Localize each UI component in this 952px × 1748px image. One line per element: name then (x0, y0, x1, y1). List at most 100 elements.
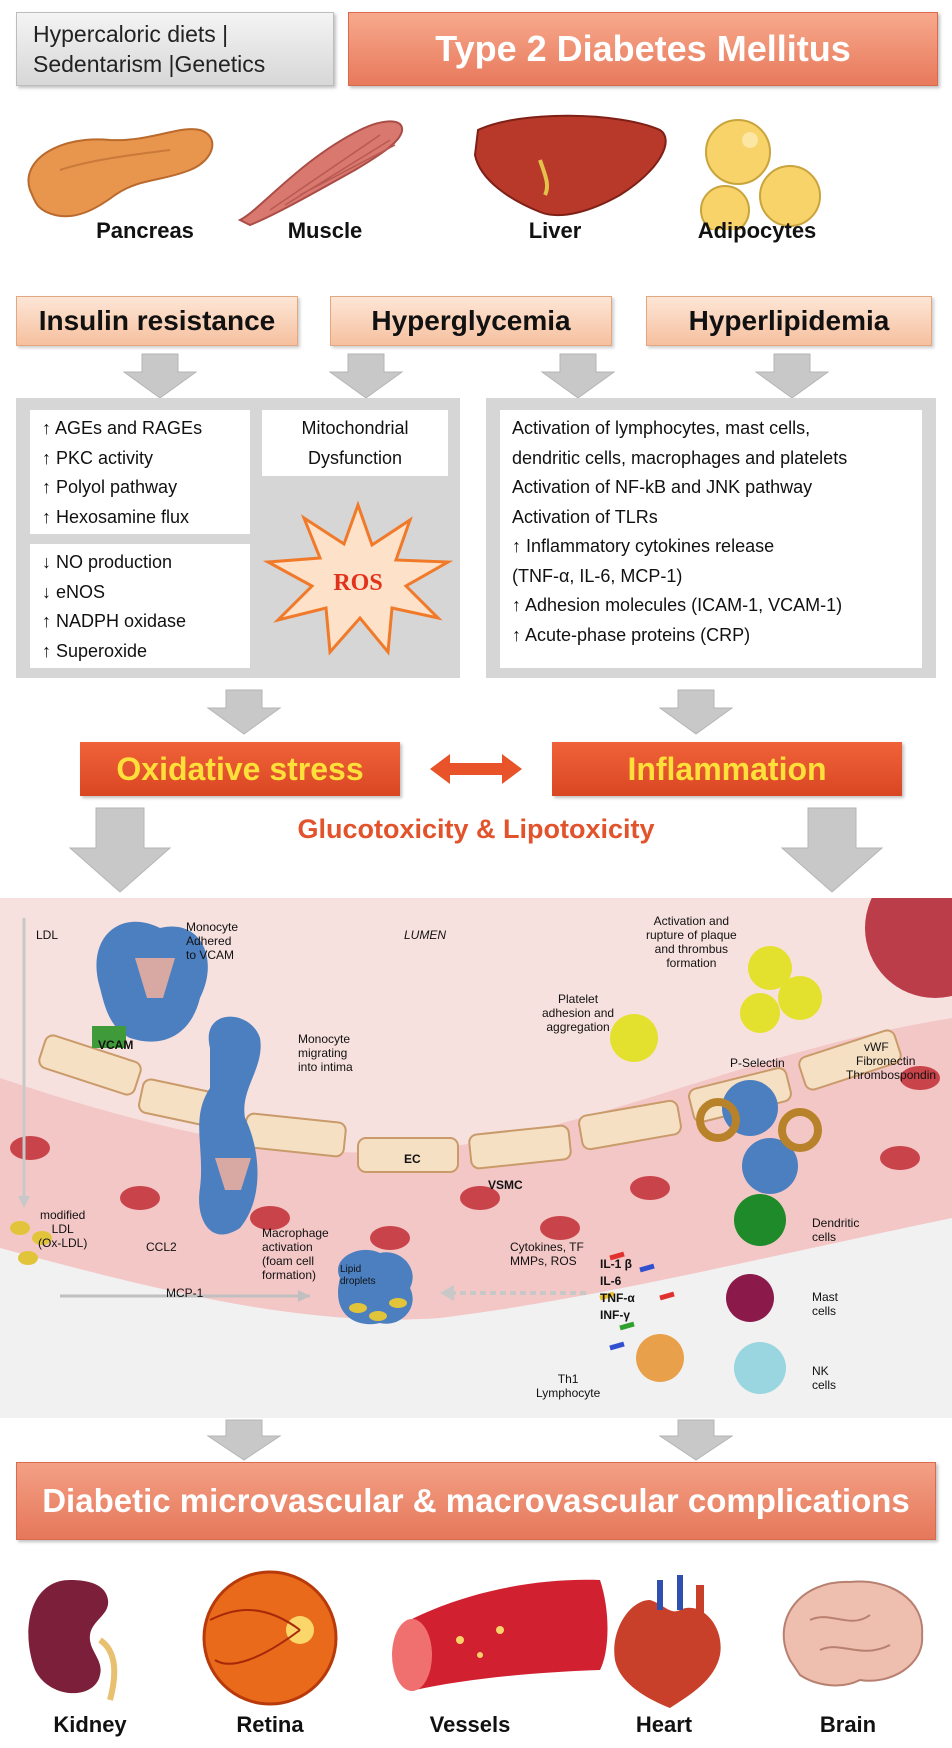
label-line: and thrombus (654, 942, 729, 956)
insulin-resistance-banner: Insulin resistance (16, 296, 298, 346)
label-line: Dendritic (812, 1216, 860, 1230)
pathway-item: ↑ Polyol pathway (42, 477, 178, 497)
down-arrow-icon (68, 807, 172, 893)
label-line: aggregation (546, 1020, 610, 1034)
mito-line-1: Mitochondrial (301, 418, 409, 438)
label-line: NK (812, 1364, 829, 1378)
interleukin-list: IL-1 β IL-6 TNF-α INF-γ (600, 1256, 635, 1324)
bidirectional-arrow-icon (430, 754, 522, 784)
retina-illustration (202, 1570, 338, 1706)
target-organ-illustrations (28, 1570, 924, 1708)
label-line: Th1 (557, 1372, 579, 1386)
lipid-droplets-label: Lipid droplets (340, 1264, 376, 1288)
mast-cell (726, 1274, 774, 1322)
organ-illustrations (27, 114, 821, 230)
fibronectin-label: Fibronectin (856, 1054, 916, 1068)
pathway-item: ↑ PKC activity (42, 447, 154, 468)
ros-burst-icon: ROS (262, 500, 454, 656)
inflammation-item: (TNF-α, IL-6, MCP-1) (512, 565, 683, 586)
cytokines-tf-label: Cytokines, TF MMPs, ROS (510, 1240, 584, 1268)
endothelial-item: ↓ NO production (42, 552, 173, 572)
vwf-label: vWF (864, 1040, 889, 1054)
down-arrow-icon (754, 353, 830, 399)
hyperglycemia-banner: Hyperglycemia (330, 296, 612, 346)
cytokine-item: TNF-α (600, 1291, 635, 1305)
endothelial-cells (38, 1029, 902, 1173)
target-label-heart: Heart (635, 1712, 693, 1737)
cytokine-item: IL-6 (600, 1274, 622, 1288)
organ-label-liver: Liver (528, 218, 582, 243)
inflammation-mechanisms-box: Activation of lymphocytes, mast cells, d… (500, 410, 922, 668)
monocyte-adhered-label: Monocyte Adhered to VCAM (186, 920, 238, 962)
cytokine-item: INF-γ (600, 1308, 630, 1322)
metabolic-pathways-box: ↑ AGEs and RAGEs ↑ PKC activity ↑ Polyol… (30, 410, 250, 534)
label-line: formation) (262, 1268, 317, 1282)
label-line: cells (812, 1230, 837, 1244)
thrombospondin-label: Thrombospondin (846, 1068, 937, 1082)
target-label-vessels: Vessels (429, 1712, 511, 1737)
label-line: Lipid (340, 1264, 362, 1275)
label-line: (foam cell (262, 1254, 315, 1268)
hyperlipidemia-banner: Hyperlipidemia (646, 296, 932, 346)
plaque-rupture-label: Activation and rupture of plaque and thr… (646, 914, 737, 970)
oxidative-stress-banner: Oxidative stress (80, 742, 400, 796)
label-line: Cytokines, TF (510, 1240, 584, 1254)
kidney-illustration (28, 1580, 118, 1701)
down-arrow-icon (206, 1419, 282, 1461)
risk-factors-box: Hypercaloric diets | Sedentarism |Geneti… (16, 12, 334, 86)
label-line: to VCAM (186, 948, 235, 962)
organ-label-adipocytes: Adipocytes (697, 218, 817, 243)
pancreas-illustration (27, 128, 214, 218)
vessel-wall-illustration (0, 898, 952, 1418)
label-line: droplets (340, 1276, 376, 1287)
nk-cells-label: NK cells (812, 1364, 836, 1392)
arrows-row-4 (206, 1419, 734, 1461)
platelet-adhesion-label: Platelet adhesion and aggregation (542, 992, 614, 1034)
label-line: MMPs, ROS (510, 1254, 577, 1268)
mito-line-2: Dysfunction (307, 447, 403, 468)
cytokine-item: IL-1 β (600, 1257, 632, 1271)
down-arrow-icon (658, 689, 734, 735)
organ-label-pancreas: Pancreas (96, 218, 194, 243)
lumen-label: LUMEN (404, 928, 447, 942)
target-label-retina: Retina (236, 1712, 304, 1737)
target-label-brain: Brain (819, 1712, 877, 1737)
label-line: Activation and (653, 914, 730, 928)
mitochondrial-dysfunction-box: Mitochondrial Dysfunction (262, 410, 448, 476)
brain-illustration (782, 1580, 924, 1687)
down-arrow-icon (540, 353, 616, 399)
platelet (610, 1014, 658, 1062)
label-line: Lymphocyte (536, 1386, 601, 1400)
inflammation-item: Activation of NF-kB and JNK pathway (512, 477, 813, 497)
down-arrow-icon (658, 1419, 734, 1461)
muscle-illustration (237, 120, 404, 227)
heart-illustration (614, 1575, 721, 1708)
mast-cells-label: Mast cells (812, 1290, 838, 1318)
inflammation-item: Activation of TLRs (512, 506, 658, 527)
endothelial-item: ↑ Superoxide (42, 640, 148, 661)
label-line: cells (812, 1378, 837, 1392)
arrows-row-3 (68, 807, 884, 893)
inflammation-item: ↑ Adhesion molecules (ICAM-1, VCAM-1) (512, 595, 843, 615)
th1-lymphocyte-label: Th1 Lymphocyte (536, 1372, 600, 1400)
th1-lymphocyte (636, 1334, 684, 1382)
organ-label-muscle: Muscle (287, 218, 363, 243)
ccl2-label: CCL2 (146, 1240, 177, 1254)
adipocytes-illustration (700, 119, 821, 230)
label-line: migrating (298, 1046, 348, 1060)
thrombus (865, 898, 952, 998)
endothelial-item: ↓ eNOS (42, 581, 106, 602)
label-line: rupture of plaque (646, 928, 737, 942)
vcam-label: VCAM (98, 1038, 134, 1052)
monocyte-migrating-label: Monocyte migrating into intima (298, 1032, 353, 1074)
label-line: into intima (298, 1060, 353, 1074)
risk-line-2: Sedentarism |Genetics (33, 51, 266, 77)
dendritic-cells-label: Dendritic cells (812, 1216, 859, 1244)
mcp1-label: MCP-1 (166, 1286, 204, 1300)
label-line: Macrophage (262, 1226, 329, 1240)
pathway-item: ↑ AGEs and RAGEs (42, 418, 203, 438)
label-line: adhesion and (542, 1006, 615, 1020)
nk-cell (734, 1342, 786, 1394)
inflammation-item: Activation of lymphocytes, mast cells, (512, 418, 811, 438)
label-line: LDL (51, 1222, 74, 1236)
